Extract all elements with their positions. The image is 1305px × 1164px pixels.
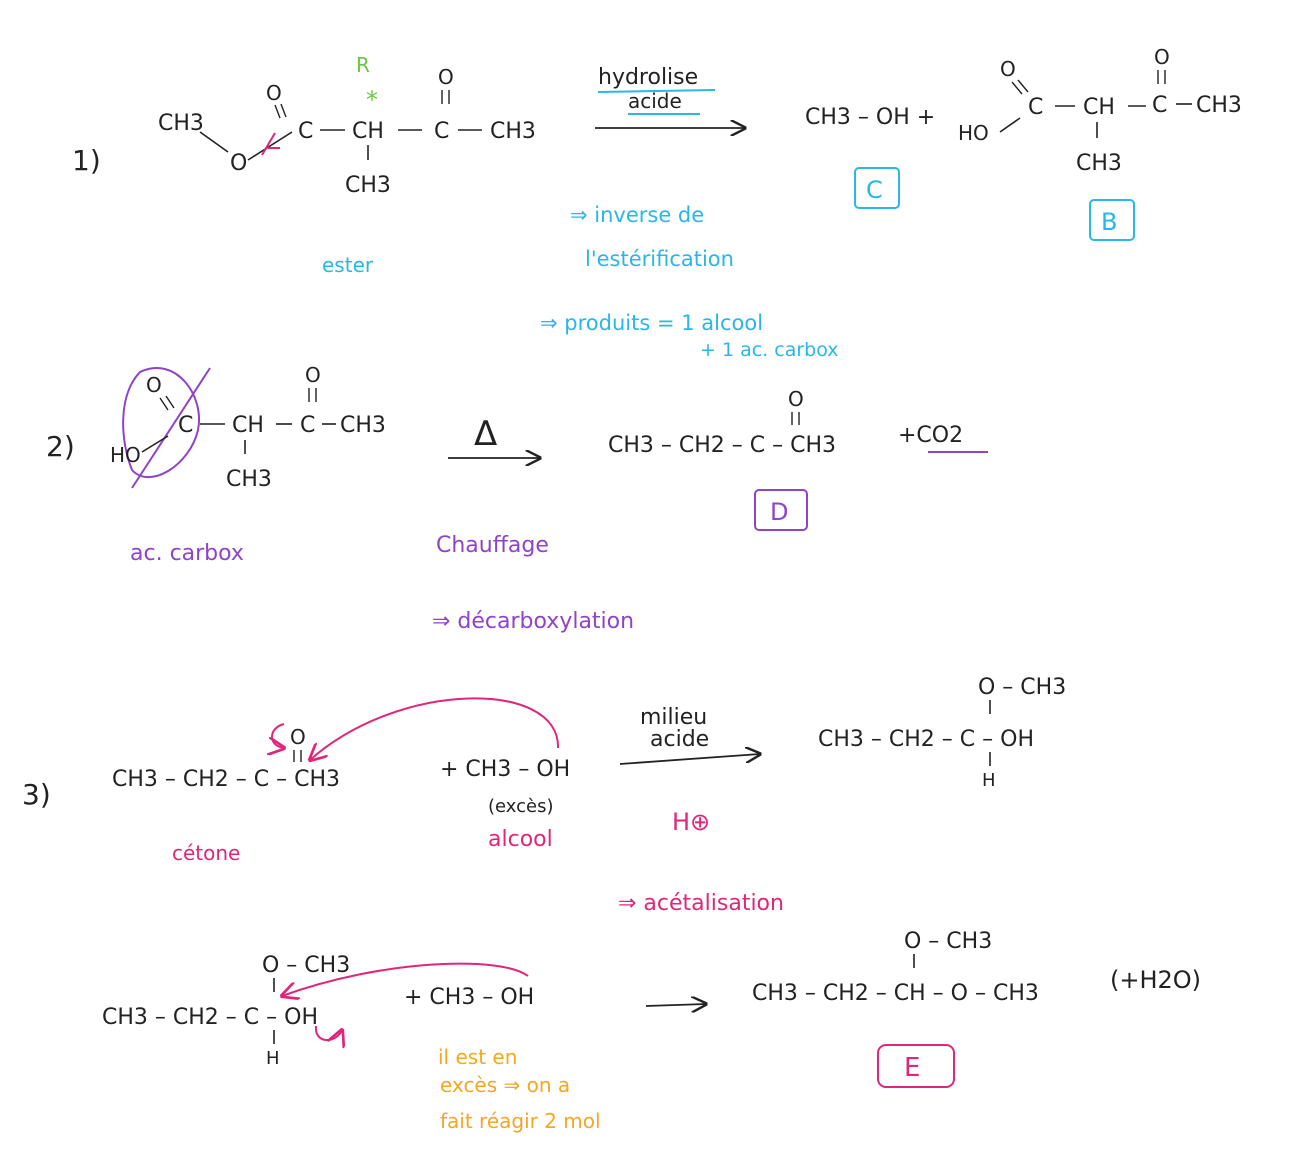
double-bond [165,395,175,409]
note4-line1: il est en [438,1045,517,1069]
note4-line2: excès ⇒ on a [440,1073,570,1097]
ester-ch3-right: CH3 [490,119,536,144]
product-alcohol: CH3 – OH + [805,105,935,130]
electron-arrow-leaving [314,1026,342,1040]
note1-line1: ⇒ inverse de [570,203,704,227]
electron-arrow-attack-2 [282,962,529,996]
ester-r-label: R [356,53,370,77]
double-bond [1011,81,1023,95]
cleavage-mark [261,132,276,156]
ester-o-link: O [230,151,247,176]
ester-c: C [298,119,313,144]
product-d: CH3 – CH2 – C – CH3 [608,433,836,458]
hemiacetal-bottom: H [982,770,996,791]
bond [999,117,1021,133]
step1-number: 1) [72,144,101,177]
r2-o-top2: O [305,363,321,387]
s4-product-top: O – CH3 [904,929,992,954]
note3: ⇒ acétalisation [618,891,784,916]
acid-c2: C [1152,93,1167,118]
s4-reagent: + CH3 – OH [404,985,534,1010]
r2-ho: HO [110,443,141,467]
acid-o-top2: O [1154,45,1170,69]
s4-left-top: O – CH3 [262,953,350,978]
box-d [754,489,808,531]
arrow3-bottom-label: acide [650,727,709,752]
arrow1-top-label: hydrolise [598,65,698,90]
arrow2-delta: Δ [474,414,497,454]
r2-ch: CH [232,413,264,438]
r2-o-top: O [146,373,162,397]
h-plus: H⊕ [672,808,710,836]
step3-number: 3) [22,778,51,811]
ester-ch3-branch: CH3 [345,173,391,198]
s4-left-main: CH3 – CH2 – C – OH [102,1005,318,1030]
ketone: CH3 – CH2 – C – CH3 [112,767,340,792]
r2-c: C [178,413,193,438]
double-bond [280,103,287,118]
bond [141,435,169,453]
s4-left-bottom: H [266,1048,280,1069]
acid-o-top: O [1000,57,1016,81]
r2-ch3-right: CH3 [340,413,386,438]
arrow3-top-label: milieu [640,705,707,730]
reactant2-label: ac. carbox [130,541,244,566]
note1-line2: l'estérification [585,247,734,271]
ester-ch: CH [352,119,384,144]
arrow1-bottom-label: acide [628,89,682,113]
electron-arrow-small [272,723,284,748]
acid-ch: CH [1083,95,1115,120]
electron-arrow-attack [310,697,560,760]
ester-o-top: O [266,81,282,105]
ester-c2: C [434,119,449,144]
bond [199,131,229,153]
r2-ch3-branch: CH3 [226,467,272,492]
reaction-arrow-4 [645,1004,706,1006]
acid-c: C [1028,95,1043,120]
note2: ⇒ décarboxylation [432,609,634,634]
ketone-o: O [290,725,306,749]
step2-number: 2) [46,430,75,463]
arrow2-under-label: Chauffage [436,533,549,558]
box-b-label: B [1101,208,1117,236]
ester-star: * [366,86,378,114]
r2-c2: C [300,413,315,438]
note4-line3: fait réagir 2 mol [440,1109,601,1133]
box-c [854,167,900,209]
hemiacetal-top: O – CH3 [978,675,1066,700]
bond [247,131,293,161]
reaction-arrow-3 [619,754,760,765]
alcohol3-excess: (excès) [488,796,554,817]
note1-line4: + 1 ac. carbox [700,339,839,361]
note1-line3: ⇒ produits = 1 alcool [540,311,763,335]
box-e-label: E [904,1053,920,1083]
alcohol3-label: alcool [488,827,553,852]
hemiacetal-main: CH3 – CH2 – C – OH [818,727,1034,752]
s4-product-main: CH3 – CH2 – CH – O – CH3 [752,981,1039,1006]
underline [597,89,716,93]
alcohol3: + CH3 – OH [440,757,570,782]
box-b [1089,199,1135,241]
double-bond [274,104,281,119]
box-e [877,1044,955,1088]
double-bond [1017,79,1029,93]
ester-label: ester [322,253,374,277]
ketone-label: cétone [172,841,240,865]
carboxyl-circle [122,366,200,479]
ester-o-top2: O [438,65,454,89]
co2: +CO2 [898,423,963,448]
product-d-o: O [788,387,804,411]
box-c-label: C [866,176,883,204]
acid-ch3-branch: CH3 [1076,151,1122,176]
acid-ch3-right: CH3 [1196,93,1242,118]
double-bond [159,397,169,411]
ester-ch3-left: CH3 [158,111,204,136]
s4-water: (+H2O) [1110,966,1201,994]
acid-ho: HO [958,121,989,145]
strike-line [131,367,211,489]
box-d-label: D [770,498,788,526]
